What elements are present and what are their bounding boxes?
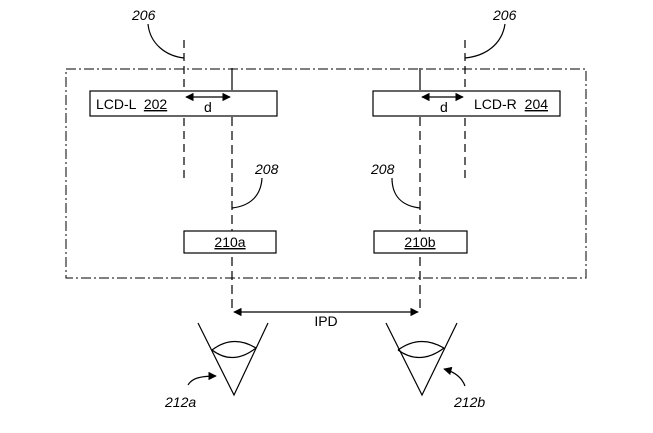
offset-left-label: d	[204, 99, 212, 115]
eye-right-icon	[386, 323, 457, 395]
ref-208-left: 208	[254, 161, 279, 177]
leader-208-right	[392, 178, 420, 208]
eye-left-icon	[198, 323, 268, 395]
lens-right-label: 210b	[404, 234, 435, 250]
lcd-right-label: LCD-R 204	[474, 96, 548, 112]
lens-left-label: 210a	[214, 234, 245, 250]
lcd-right-ref: 204	[525, 96, 549, 112]
pointer-212a	[188, 376, 216, 385]
ref-206-right: 206	[492, 7, 517, 23]
leader-206-right	[465, 24, 505, 58]
offset-right-label: d	[440, 99, 448, 115]
lcd-left-name: LCD-L	[96, 96, 137, 112]
ipd-label: IPD	[314, 313, 337, 329]
eye-right-label: 212b	[453, 394, 485, 410]
leader-206-left	[148, 24, 184, 58]
ref-208-right: 208	[370, 161, 395, 177]
lcd-left-label: LCD-L 202	[96, 96, 167, 112]
lcd-left-ref: 202	[144, 96, 168, 112]
ref-206-left: 206	[131, 7, 156, 23]
pointer-212b	[444, 369, 465, 386]
eye-left-label: 212a	[164, 394, 196, 410]
leader-208-left	[232, 178, 262, 208]
lcd-right-name: LCD-R	[474, 96, 517, 112]
